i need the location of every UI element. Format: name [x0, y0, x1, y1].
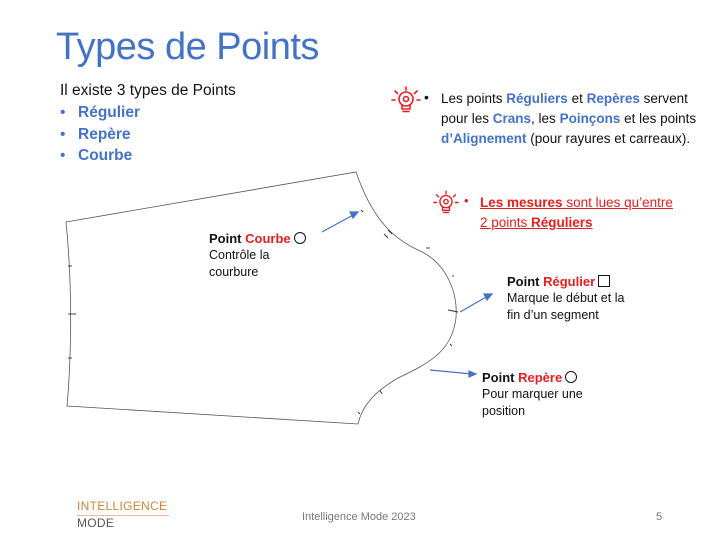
callout-prefix: Point — [482, 370, 519, 385]
callout-type: Repère — [518, 370, 563, 385]
note2-text: sont lues qu’entre 2 points — [480, 195, 673, 230]
bullet-icon: • — [60, 104, 66, 121]
page-number: 5 — [656, 511, 663, 523]
note2-bold: Réguliers — [531, 215, 593, 230]
note1-text: (pour rayures et carreaux). — [526, 131, 691, 146]
note1-text: Les points — [441, 91, 507, 106]
note1-bold: d’Alignement — [441, 131, 527, 146]
callout-point-repere: Point Repère Pour marquer une position — [482, 369, 597, 420]
logo-line1: INTELLIGENCE — [77, 499, 168, 513]
type-courbe: Courbe — [78, 147, 133, 164]
bullet-icon: • — [60, 147, 66, 164]
type-repere: Repère — [78, 125, 131, 143]
note1-text: servent pour les — [441, 91, 688, 126]
note1-bold: Crans — [492, 111, 532, 126]
list-item: • Régulier — [60, 102, 140, 124]
note2-bold: Les mesures — [480, 195, 563, 210]
callout-point-courbe: Point Courbe Contrôle la courbure — [209, 230, 319, 281]
square-point-icon — [598, 275, 611, 287]
bullet-icon: • — [464, 193, 469, 208]
bullet-icon: • — [424, 89, 429, 105]
page-title: Types de Points — [56, 26, 319, 68]
callout-description: Contrôle la courbure — [209, 248, 270, 279]
lightbulb-gear-icon — [433, 190, 459, 214]
circle-point-icon — [293, 232, 306, 244]
note1-bold: Réguliers — [506, 91, 568, 106]
callout-heading: Point Courbe — [209, 230, 319, 247]
list-item: • Repère — [60, 124, 140, 146]
footer-text: Intelligence Mode 2023 — [302, 511, 416, 523]
note1-text: et — [567, 91, 587, 106]
callout-point-regulier: Point Régulier Marque le début et la fin… — [507, 273, 627, 324]
callout-heading: Point Régulier — [507, 273, 627, 290]
note1-text: et les points — [620, 111, 697, 126]
lightbulb-gear-icon — [391, 86, 421, 113]
logo-divider — [77, 515, 169, 516]
note-points-usage: Les points Réguliers et Repères servent … — [441, 89, 711, 149]
callout-prefix: Point — [209, 231, 246, 246]
note1-bold: Repères — [586, 91, 640, 106]
callout-heading: Point Repère — [482, 369, 597, 386]
callout-description: Pour marquer une position — [482, 387, 583, 418]
callout-type: Courbe — [245, 231, 291, 246]
callout-prefix: Point — [507, 274, 544, 289]
list-item: • Courbe — [60, 145, 140, 167]
type-regulier: Régulier — [78, 104, 141, 121]
bullet-icon: • — [60, 125, 66, 143]
brand-logo: INTELLIGENCE MODE — [77, 500, 169, 530]
callout-description: Marque le début et la fin d’un segment — [507, 291, 625, 322]
note1-text: , les — [531, 111, 560, 126]
types-list: • Régulier • Repère • Courbe — [60, 102, 140, 167]
note-measures: Les mesures sont lues qu’entre 2 points … — [480, 193, 680, 233]
note1-bold: Poinçons — [559, 111, 621, 126]
logo-line2: MODE — [77, 516, 115, 530]
intro-text: Il existe 3 types de Points — [60, 82, 236, 99]
circle-point-icon — [565, 371, 578, 383]
callout-type: Régulier — [543, 274, 596, 289]
